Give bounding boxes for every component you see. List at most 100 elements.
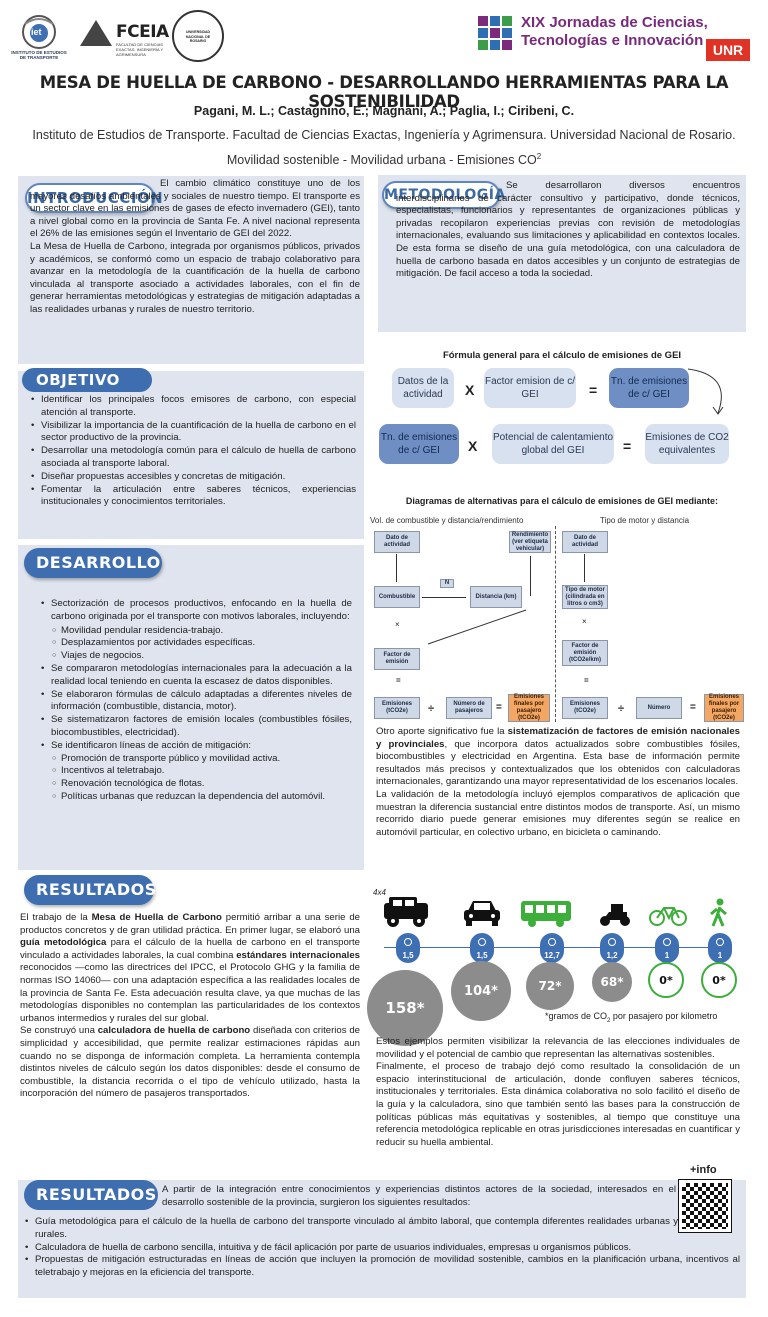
equals-icon: = (584, 676, 589, 685)
emission-bubble: 0* (648, 962, 684, 998)
list-item: Identificar los principales focos emisor… (30, 394, 356, 420)
divide-icon: ÷ (428, 703, 435, 715)
factores-text: Otro aporte significativo fue la sistema… (376, 726, 740, 838)
affiliation: Instituto de Estudios de Transporte. Fac… (32, 128, 736, 142)
metodologia-heading: METODOLOGÍA (382, 181, 505, 209)
diagram-rend: Rendimiento (ver etiqueta vehicular) (509, 531, 551, 553)
passenger-badge: 1,2 (600, 933, 624, 963)
formula-datos: Datos de la actividad (392, 368, 454, 408)
resultados-heading: RESULTADOS (24, 875, 156, 905)
logo-unr-seal: UNIVERSIDAD NACIONAL DE ROSARIO (172, 10, 224, 62)
event-logo-squares (478, 16, 512, 52)
diagram-dato2: Dato de actividad (562, 531, 608, 553)
diagram-efin: Emisiones finales por pasajero (tCO2e) (508, 694, 550, 722)
passenger-badge: 1 (708, 933, 732, 963)
mode-label-4x4: 4x4 (373, 888, 386, 897)
resultados-text: El trabajo de la Mesa de Huella de Carbo… (20, 912, 360, 1100)
list-item: Se compararon metodologías internacional… (40, 663, 352, 689)
emission-bubble: 104* (451, 961, 511, 1021)
conclusion-text: Estos ejemplos permiten visibilizar la r… (376, 1036, 740, 1148)
4x4-icon (384, 897, 428, 927)
formula-co2eq: Emisiones de CO2 equivalentes (645, 424, 729, 464)
times-icon: × (395, 620, 400, 629)
equals-icon: = (690, 702, 696, 713)
list-item: Propuestas de mitigación estructuradas e… (24, 1254, 740, 1280)
resultados2-lead: A partir de la integración entre conocim… (162, 1184, 676, 1208)
list-item: Sectorización de procesos productivos, e… (40, 598, 352, 663)
list-item: Calculadora de huella de carbono sencill… (24, 1242, 740, 1255)
list-item: Desplazamientos por actividades específi… (51, 637, 352, 650)
diagram-left-title: Vol. de combustible y distancia/rendimie… (370, 516, 524, 525)
diagram-dist: Distancia (km) (470, 586, 522, 608)
intro-heading: INTRODUCCIÓN (25, 183, 163, 213)
list-item: Se identificaron líneas de acción de mit… (40, 740, 352, 804)
list-item: Políticas urbanas que reduzcan la depend… (51, 791, 352, 804)
diagram-fact2: Factor de emisión (tCO2e/km) (562, 640, 608, 666)
info-link[interactable]: +info (690, 1164, 717, 1176)
diagram-arrow (422, 597, 466, 598)
diagram-arrow (530, 556, 531, 596)
passenger-badge: 1,5 (470, 933, 494, 963)
formula-times-1: X (465, 382, 475, 398)
diagram-num2: Número (636, 697, 682, 719)
passenger-badge: 12,7 (540, 933, 564, 963)
divide-icon: ÷ (618, 703, 625, 715)
formula-tn-2: Tn. de emisiones de c/ GEI (379, 424, 459, 464)
list-item: Promoción de transporte público y movili… (51, 753, 352, 766)
authors: Pagani, M. L.; Castagnino, E.; Magnani, … (193, 104, 575, 118)
list-item: Incentivos al teletrabajo. (51, 765, 352, 778)
formula-equals-1: = (589, 382, 598, 398)
unr-badge: UNR (706, 39, 750, 61)
diagram-emis2: Emisiones (tCO2e) (562, 697, 608, 719)
formula-factor: Factor emision de c/ GEI (484, 368, 576, 408)
list-item: Diseñar propuestas accesibles y concreta… (30, 471, 356, 484)
intro-text: El cambio climático constituye uno de lo… (30, 178, 360, 315)
passenger-badge: 1 (655, 933, 679, 963)
logo-iet: iet INSTITUTO DE ESTUDIOS DE TRANSPORTE (10, 10, 68, 62)
diagram-n: N (440, 579, 454, 588)
list-item: Renovación tecnológica de flotas. (51, 778, 352, 791)
diagram-comb: Combustible (374, 586, 420, 608)
formula-potencial: Potencial de calentamiento global del GE… (492, 424, 614, 464)
diagram-emis: Emisiones (tCO2e) (374, 697, 420, 719)
formula-times-2: X (468, 438, 478, 454)
list-item: Se elaboraron fórmulas de cálculo adapta… (40, 689, 352, 715)
emission-bubble: 158* (367, 970, 443, 1046)
diagram-arrow (396, 554, 397, 582)
times-icon: × (582, 617, 587, 626)
fceia-triangle-icon (80, 20, 112, 46)
list-item: Guía metodológica para el cálculo de la … (24, 1216, 740, 1242)
keywords: Movilidad sostenible - Movilidad urbana … (226, 152, 542, 168)
event-title: XIX Jornadas de Ciencias, Tecnologías e … (521, 14, 708, 49)
formula-equals-2: = (623, 438, 632, 454)
moto-icon (600, 904, 630, 926)
diagram-tipo: Tipo de motor (cilindrada en litros o cm… (562, 585, 608, 609)
car-icon (464, 901, 500, 926)
iet-globe-icon (22, 15, 56, 49)
equals-icon: = (496, 702, 502, 713)
list-item: Movilidad pendular residencia-trabajo. (51, 625, 352, 638)
objetivo-heading: OBJETIVO (22, 368, 152, 392)
diagram-arrow (584, 554, 585, 582)
diagram-efin2: Emisiones finales por pasajero (tCO2e) (704, 694, 744, 722)
desarrollo-list: Sectorización de procesos productivos, e… (40, 598, 352, 804)
resultados2-list: Guía metodológica para el cálculo de la … (24, 1216, 740, 1280)
formula-arrow (687, 368, 724, 415)
bus-icon (521, 901, 571, 927)
list-item: Fomentar la articulación entre saberes t… (30, 484, 356, 510)
list-item: Visibilizar la importancia de la cuantif… (30, 420, 356, 446)
diagram-diagonal-arrow (427, 609, 527, 645)
diagram-dato: Dato de actividad (374, 531, 420, 553)
objetivo-list: Identificar los principales focos emisor… (30, 394, 356, 509)
list-item: Viajes de negocios. (51, 650, 352, 663)
diagram-right-title: Tipo de motor y distancia (600, 516, 690, 525)
formula-tn-1: Tn. de emisiones de c/ GEI (609, 368, 689, 408)
modes-note: *gramos de CO2 por pasajero por kilometr… (545, 1011, 718, 1024)
list-item: Desarrollar una metodología común para e… (30, 445, 356, 471)
logo-fceia: FCEIA FACULTAD DE CIENCIAS EXACTAS, INGE… (76, 16, 169, 60)
page-title: MESA DE HUELLA DE CARBONO - DESARROLLAND… (39, 73, 729, 111)
equals-icon: = (396, 676, 401, 685)
metodologia-text: Se desarrollaron diversos encuentros int… (396, 180, 740, 280)
passenger-badge: 1,5 (396, 933, 420, 963)
diagram-title: Diagramas de alternativas para el cálcul… (405, 496, 719, 506)
